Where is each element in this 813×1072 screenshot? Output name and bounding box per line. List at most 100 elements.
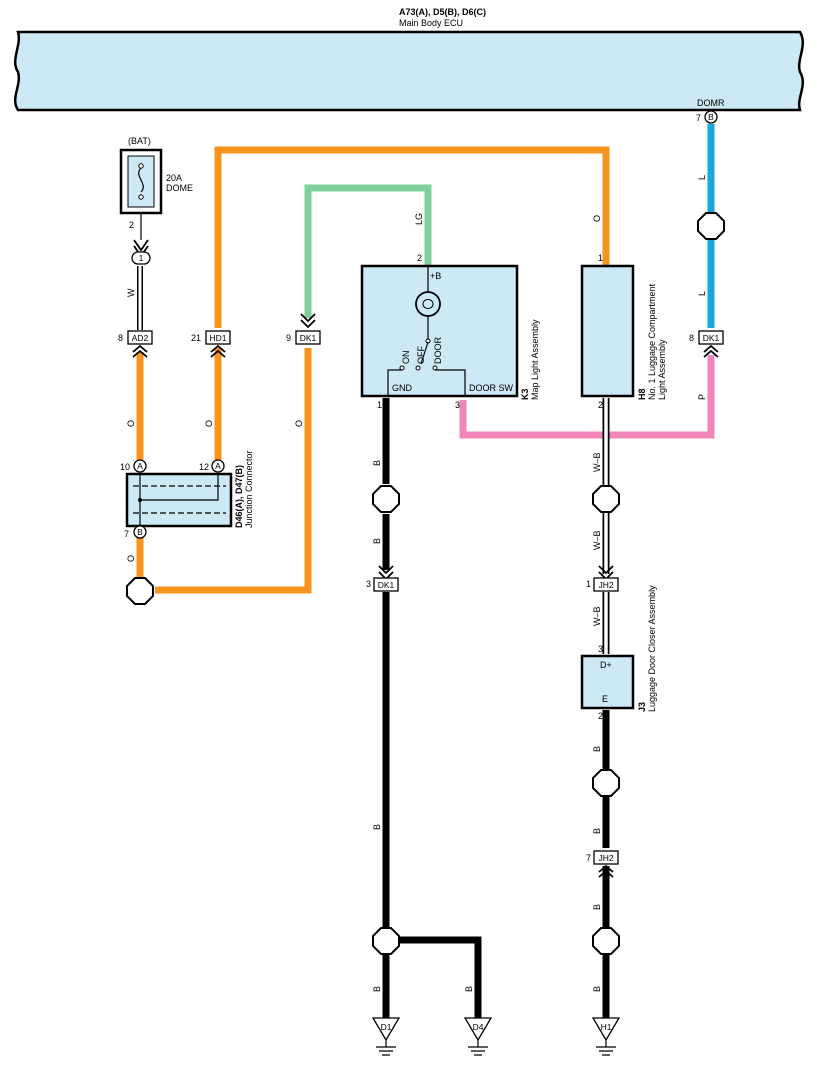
map-light-gnd-label: GND <box>392 383 413 393</box>
wire-orange-splice-dk1 <box>155 348 312 594</box>
wire-label-l-lower: L <box>697 291 707 296</box>
luggage-light-code-label: H8 <box>637 388 647 400</box>
connector-ad2-box <box>127 330 153 345</box>
connector-jh2-top-label: JH2 <box>598 580 613 590</box>
splice-black-h1 <box>592 927 620 955</box>
ground-h1: H1 <box>591 1017 621 1056</box>
wire-label-b-2: B <box>372 538 382 544</box>
connector-jh2-top-box <box>593 577 619 592</box>
luggage-compartment-light: 1 2 H8 No. 1 Luggage Compartment Light A… <box>580 253 667 410</box>
ecu-terminal-circle <box>704 110 718 124</box>
main-body-ecu-bar <box>13 30 805 112</box>
ground-d4-label: D4 <box>473 1022 484 1032</box>
map-light-pin-gnd: 1 <box>377 400 382 410</box>
switch-gnd-line <box>387 369 402 396</box>
map-light-bplus-label: +B <box>430 271 441 281</box>
wire-label-o-junction: O <box>126 555 136 562</box>
junction-bus-right <box>140 474 219 501</box>
splice-blue <box>697 212 725 240</box>
connector-dk1-mid-box <box>373 577 399 592</box>
connector-hd1-pin: 21 <box>191 333 201 343</box>
ground-d1-triangle-icon <box>371 1017 401 1042</box>
fuse-rating-label: 20A <box>166 173 182 183</box>
junction-code-label: D46(A), D47(B) <box>234 465 244 528</box>
wire-label-o-hd1: O <box>204 420 214 427</box>
junction-pin-a10: 10 <box>120 462 130 472</box>
wire-label-b-j3-1: B <box>592 746 602 752</box>
closer-name-label: Luggage Door Closer Assembly <box>647 585 657 712</box>
connector-dk1-left-pin: 9 <box>286 333 291 343</box>
connector-jh2-bottom-label: JH2 <box>598 853 613 863</box>
wire-label-b-j3-3: B <box>592 904 602 910</box>
wire-label-b-1: B <box>372 460 382 466</box>
ground-h1-triangle-icon <box>591 1017 621 1042</box>
wire-label-o-dk1: O <box>294 420 304 427</box>
splice-black-ground <box>372 927 400 955</box>
closer-pin-top: 3 <box>598 644 603 654</box>
connector-ad2: 8 AD2 <box>118 330 153 358</box>
ground-h1-icon <box>596 1046 616 1056</box>
connector-dk1-right-pin: 8 <box>689 333 694 343</box>
splice-black-1 <box>372 485 400 513</box>
fuse-element-icon <box>138 167 144 193</box>
map-light-pin-top: 2 <box>417 253 422 263</box>
switch-door-label: DOOR <box>433 336 443 364</box>
ground-d1-icon <box>376 1046 396 1056</box>
connector-hd1-label: HD1 <box>209 333 226 343</box>
wire-label-b-d1: B <box>372 986 382 992</box>
wire-label-wb-2: W–B <box>592 530 602 550</box>
splice-orange <box>126 577 154 605</box>
luggage-door-closer: 3 D+ E 2 J3 Luggage Door Closer Assembly <box>580 585 657 721</box>
connector-jh2-bottom-box <box>593 850 619 865</box>
fuse-name-label: DOME <box>166 183 193 193</box>
junction-a12-letter: A <box>215 461 221 471</box>
connector-dk1-right-box <box>698 330 724 345</box>
wire-label-p: P <box>697 394 707 400</box>
ecu-name-label: Main Body ECU <box>399 18 463 28</box>
inline-connector-oval <box>131 251 151 265</box>
switch-on-label: ON <box>401 351 411 365</box>
splices <box>126 212 725 955</box>
ground-h1-label: H1 <box>601 1022 612 1032</box>
switch-door-line <box>435 369 466 396</box>
fuse-pin-label: 2 <box>129 220 134 230</box>
ground-d4: D4 <box>463 1017 493 1056</box>
junction-a10-circle <box>133 459 147 473</box>
closer-dplus-label: D+ <box>600 660 612 670</box>
connector-dk1-right-arrow-icon <box>703 344 719 358</box>
junction-node <box>138 498 142 502</box>
junction-b7-letter: B <box>137 527 143 537</box>
ecu-connectors-label: A73(A), D5(B), D6(C) <box>399 7 486 17</box>
connector-hd1-box <box>205 330 231 345</box>
switch-off-contact <box>415 365 421 371</box>
map-light-name-label: Map Light Assembly <box>530 319 540 400</box>
luggage-light-box <box>580 264 635 398</box>
connector-dk1-left: 9 DK1 <box>286 313 321 345</box>
switch-off-label: OFF <box>416 346 426 364</box>
wire-green-lg <box>304 184 432 318</box>
wires <box>136 124 715 1018</box>
junction-a10-letter: A <box>137 461 143 471</box>
junction-connector: 10 A 12 A 7 B D46(A), D47(B) Junction Co… <box>120 450 254 539</box>
connector-dk1-left-box <box>295 330 321 345</box>
ecu-terminal-letter: B <box>708 112 714 122</box>
connector-dk1-mid-pin: 3 <box>366 579 371 589</box>
luggage-light-name-line2: Light Assembly <box>657 339 667 400</box>
closer-box <box>580 654 635 710</box>
inline-connector-pin: 1 <box>139 253 144 263</box>
wire-label-b-d4: B <box>464 986 474 992</box>
ecu-terminal-pin: 7 <box>696 113 701 123</box>
luggage-light-pin-top: 1 <box>598 253 603 263</box>
map-light-code-label: K3 <box>520 388 530 400</box>
fuse-dome: (BAT) 20A DOME 2 1 <box>119 136 193 265</box>
wire-label-b-j3-2: B <box>592 828 602 834</box>
connector-ad2-pin: 8 <box>118 333 123 343</box>
map-light-doorsw-label: DOOR SW <box>469 383 514 393</box>
closer-code-label: J3 <box>637 702 647 712</box>
fuse-top-node <box>138 163 144 169</box>
ground-d1: D1 <box>371 1017 401 1056</box>
wire-pink-p <box>459 355 715 439</box>
connector-dk1-left-arrow-icon <box>300 313 316 329</box>
ground-d4-icon <box>468 1046 488 1056</box>
